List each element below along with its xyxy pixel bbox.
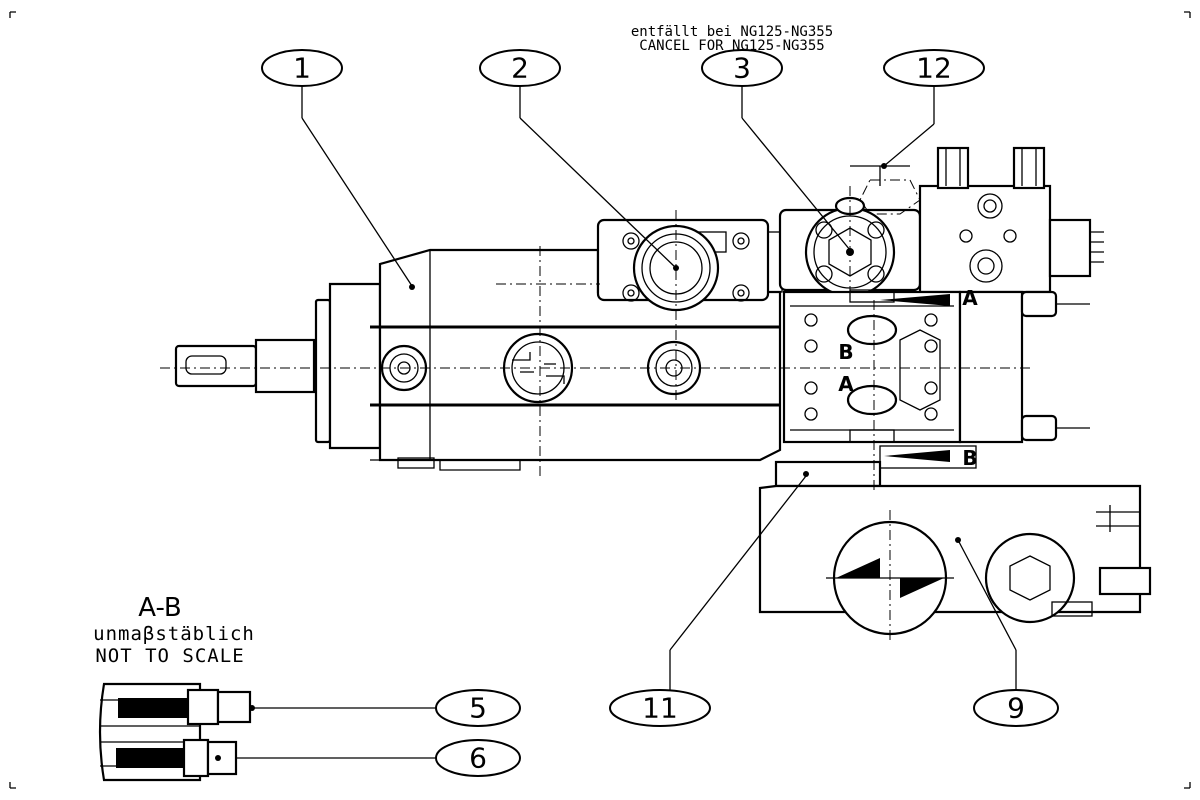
- pressure-valve-6-body: [116, 748, 184, 768]
- pump-main-body: [174, 218, 783, 471]
- arrow-port-b: [884, 450, 950, 462]
- port-block-side: [958, 290, 1024, 444]
- note-line-german: entfällt bei NG125-NG355: [631, 24, 833, 40]
- corner-marks: [9, 11, 1191, 789]
- pressure-valve-5-cap: [216, 690, 252, 724]
- section-view-title: A-B: [138, 593, 182, 623]
- port-label-b: B: [838, 340, 853, 364]
- port-b-opening: [846, 314, 898, 346]
- balloon-11-label: 11: [642, 692, 678, 725]
- balloon-1: 1: [261, 49, 343, 87]
- cancelled-part-outline: [859, 179, 921, 215]
- balloon-3-label: 3: [733, 52, 751, 85]
- section-view-subtitle-de: unmaβstäblich: [93, 623, 255, 645]
- pressure-valve-5-body: [118, 698, 188, 718]
- shaft-collar: [254, 338, 316, 394]
- port-label-a: A: [838, 372, 854, 396]
- section-view-subtitle-en: NOT TO SCALE: [95, 645, 244, 667]
- balloon-12: 12: [883, 49, 985, 87]
- note-line-english: CANCEL FOR NG125-NG355: [639, 38, 824, 54]
- pilot-stem-left: [936, 146, 970, 190]
- auxiliary-side-fitting: [1098, 566, 1152, 596]
- balloon-6-label: 6: [469, 742, 487, 775]
- side-label-b: B: [962, 446, 977, 470]
- balloon-1-label: 1: [293, 52, 311, 85]
- balloon-2-label: 2: [511, 52, 529, 85]
- balloon-2: 2: [479, 49, 561, 87]
- control-valve-assembly: [778, 146, 1104, 298]
- side-bolt-lower: [1020, 414, 1058, 442]
- port-block: B A A B: [782, 286, 1090, 470]
- auxiliary-unit: [758, 484, 1152, 636]
- callouts: [218, 86, 1017, 759]
- balloon-5-label: 5: [469, 692, 487, 725]
- side-label-a: A: [962, 286, 978, 310]
- arrow-port-a: [880, 294, 950, 306]
- balloon-6: 6: [435, 739, 521, 777]
- auxiliary-housing: [758, 484, 1142, 614]
- pressure-valve-6-nut: [182, 738, 210, 778]
- balloon-11: 11: [609, 689, 711, 727]
- centerlines: [160, 186, 1030, 640]
- port-a-opening: [846, 384, 898, 416]
- pilot-side-connector: [1048, 218, 1092, 278]
- drive-shaft: [174, 344, 258, 388]
- pressure-valve-5-nut: [186, 688, 220, 726]
- section-view-a-b: A-B unmaβstäblich NOT TO SCALE: [93, 593, 255, 782]
- mounting-flange: [328, 282, 382, 450]
- balloon-9: 9: [973, 689, 1059, 727]
- side-bolt-upper: [1020, 290, 1058, 318]
- adapter-plate: [774, 460, 882, 488]
- balloon-5: 5: [435, 689, 521, 727]
- balloon-12-label: 12: [916, 52, 952, 85]
- auxiliary-port: [984, 532, 1076, 624]
- balloon-3: 3: [701, 49, 783, 87]
- pilot-stem-right: [1012, 146, 1046, 190]
- mounting-flange-ring: [314, 298, 332, 444]
- balloon-9-label: 9: [1007, 692, 1025, 725]
- pressure-valve-6-cap: [206, 740, 238, 776]
